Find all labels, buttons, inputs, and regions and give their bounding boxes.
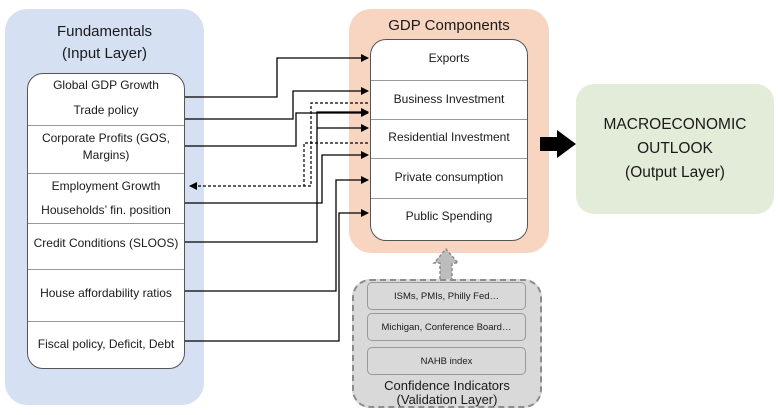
list-item-residential-investment: Residential Investment [388, 130, 510, 144]
divider [371, 198, 527, 199]
list-item-employment-growth: Employment Growth [51, 179, 161, 193]
divider [371, 119, 527, 120]
confidence-item-michigan: Michigan, Conference Board… [367, 313, 526, 341]
arrow-households-to-consumption [185, 151, 369, 204]
list-item-business-investment: Business Investment [393, 92, 505, 106]
list-item-private-consumption: Private consumption [394, 170, 504, 184]
divider [371, 158, 527, 159]
arrow-feedback-to-employment [189, 102, 368, 190]
arrow-fiscal-to-public-spending [185, 209, 369, 342]
list-item-exports: Exports [428, 51, 470, 65]
output-title-line1: MACROECONOMIC [603, 116, 747, 133]
arrow-affordability-to-consumption [185, 176, 369, 292]
arrow-feedback-residential [303, 142, 368, 186]
confidence-title-line2: (Validation Layer) [396, 392, 498, 407]
arrow-validation [432, 247, 460, 279]
confidence-item-nahb: NAHB index [367, 347, 526, 375]
list-item-house-affordability: House affordability ratios [40, 286, 172, 300]
fundamentals-title-line2: (Input Layer) [61, 45, 148, 62]
fundamentals-title-line1: Fundamentals [56, 23, 153, 40]
list-item-corporate-profits-line2: Margins) [82, 148, 130, 162]
divider [28, 223, 184, 224]
list-item-credit-conditions: Credit Conditions (SLOOS) [33, 236, 179, 250]
list-item-corporate-profits-line1: Corporate Profits (GOS, [41, 131, 171, 145]
gdp-components-title: GDP Components [388, 17, 510, 34]
list-item-households-position: Households’ fin. position [41, 203, 171, 217]
list-item-global-gdp: Global GDP Growth [53, 78, 159, 92]
list-item-trade-policy: Trade policy [73, 103, 139, 117]
arrow-profits-to-business-investment [185, 109, 369, 147]
gdp-components-list: Exports Business Investment Residential … [370, 39, 528, 241]
divider [371, 80, 527, 81]
output-title-line3: (Output Layer) [625, 164, 725, 181]
divider [28, 269, 184, 270]
fundamentals-list: Global GDP Growth Trade policy Corporate… [27, 73, 185, 369]
arrow-global-gdp-to-exports [185, 54, 369, 98]
divider [28, 173, 184, 174]
list-item-public-spending: Public Spending [405, 209, 493, 223]
output-title-line2: OUTLOOK [637, 140, 713, 157]
confidence-item-ism: ISMs, PMIs, Philly Fed… [367, 282, 526, 310]
divider [28, 125, 184, 126]
arrow-credit-to-business-investment [185, 108, 369, 243]
divider [28, 321, 184, 322]
output-box: MACROECONOMIC OUTLOOK (Output Layer) [576, 84, 774, 214]
confidence-title-line1: Confidence Indicators [384, 378, 510, 393]
arrow-to-output [540, 130, 576, 158]
arrow-trade-to-business-investment [185, 87, 369, 120]
list-item-fiscal-policy: Fiscal policy, Deficit, Debt [37, 337, 175, 351]
